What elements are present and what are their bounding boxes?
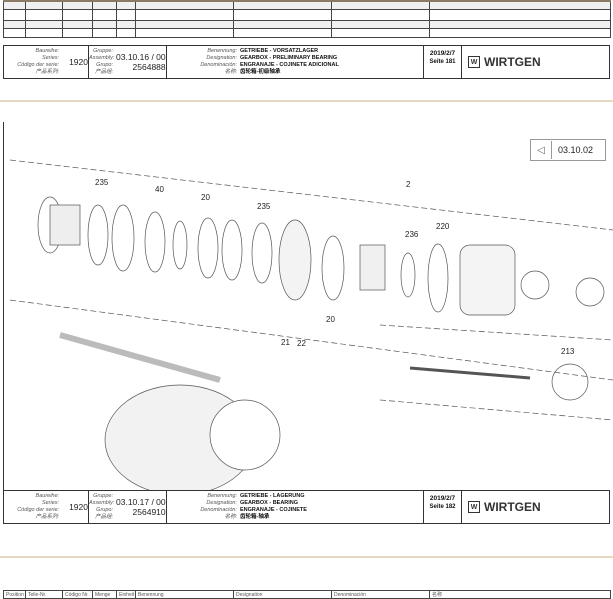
label: Benennung: — [207, 48, 237, 54]
brand-name: WIRTGEN — [484, 500, 541, 514]
label: Series: — [41, 55, 60, 61]
w-logo-icon: W — [468, 501, 480, 513]
callout-40: 40 — [155, 185, 164, 194]
col-benennung: Benennung — [135, 590, 234, 599]
label: 产品组: — [94, 69, 113, 75]
col-unit: Einheit — [116, 590, 136, 599]
col-part-no: Teile-Nr. — [25, 590, 63, 599]
col-designation: Designation — [233, 590, 332, 599]
label: Grupo: — [96, 507, 113, 513]
callout-213: 213 — [561, 347, 575, 356]
name-en: GEARBOX - BEARING — [240, 500, 299, 506]
w-logo-icon: W — [468, 56, 480, 68]
callout-235: 235 — [95, 178, 109, 187]
label: Gruppe: — [93, 48, 113, 54]
callout-2: 2 — [406, 180, 411, 189]
label: Assembly: — [89, 55, 115, 61]
label: Código der serie: — [17, 507, 60, 513]
previous-parts-table — [3, 0, 611, 38]
group-value: 2564910 — [132, 507, 166, 517]
group-value: 2564888 — [132, 62, 166, 72]
date: 2019/2/7 — [429, 50, 456, 57]
frame-border — [3, 122, 4, 490]
page-header-182: Baureihe:Series:Código der serie:产品系列: 1… — [3, 490, 610, 524]
callout-22: 22 — [297, 339, 306, 348]
col-position: Position — [3, 590, 26, 599]
label: Baureihe: — [35, 48, 60, 54]
parts-table-header: Position Teile-Nr. Código Nr. Menge Einh… — [3, 590, 611, 599]
name-zh: 齿轮箱-轴承 — [240, 514, 270, 520]
callout-20: 20 — [201, 193, 210, 202]
label: Benennung: — [207, 493, 237, 499]
label: 产品系列: — [35, 69, 60, 75]
callout-220: 220 — [436, 222, 450, 231]
exploded-diagram — [9, 159, 613, 490]
col-denominacion: Denominación — [331, 590, 430, 599]
label: 名称: — [224, 514, 237, 520]
name-en: GEARBOX - PRELIMINARY BEARING — [240, 55, 338, 61]
assembly-value: 03.10.16 / 00 — [116, 52, 166, 62]
name-de: GETRIEBE - VORSATZLAGER — [240, 48, 319, 54]
label: Designation: — [206, 55, 237, 61]
label: Series: — [41, 500, 60, 506]
label: 产品组: — [94, 514, 113, 520]
page-number: Seite 181 — [429, 59, 456, 65]
callout-21: 21 — [281, 338, 290, 347]
name-zh: 齿轮箱-初级轴承 — [240, 69, 281, 75]
page-number: Seite 182 — [429, 504, 456, 510]
page-divider — [0, 556, 613, 558]
label: Denominación: — [200, 507, 237, 513]
label: 产品系列: — [35, 514, 60, 520]
wirtgen-logo: W WIRTGEN — [462, 46, 609, 78]
label: Código der serie: — [17, 62, 60, 68]
callout-236: 236 — [405, 230, 419, 239]
series-value: 1920 — [69, 502, 88, 512]
name-es: ENGRANAJE - COJINETE ADICIONAL — [240, 62, 339, 68]
reference-label: 03.10.02 — [558, 145, 594, 155]
reference-link[interactable]: ◁ 03.10.02 — [530, 139, 606, 161]
assembly-value: 03.10.17 / 00 — [116, 497, 166, 507]
col-quantity: Menge — [92, 590, 117, 599]
arrow-left-icon: ◁ — [531, 141, 552, 159]
col-name-zh: 名称 — [429, 590, 611, 599]
brand-name: WIRTGEN — [484, 55, 541, 69]
page-header-181: Baureihe:Series:Código der serie:产品系列: 1… — [3, 45, 610, 79]
name-es: ENGRANAJE - COJINETE — [240, 507, 307, 513]
callout-20: 20 — [326, 315, 335, 324]
date: 2019/2/7 — [429, 495, 456, 502]
page-divider — [0, 100, 613, 102]
label: Assembly: — [89, 500, 115, 506]
label: Grupo: — [96, 62, 113, 68]
name-de: GETRIEBE - LAGERUNG — [240, 493, 305, 499]
label: Denominación: — [200, 62, 237, 68]
label: Designation: — [206, 500, 237, 506]
series-value: 1920 — [69, 57, 88, 67]
label: 名称: — [224, 69, 237, 75]
wirtgen-logo: W WIRTGEN — [462, 491, 609, 523]
label: Gruppe: — [93, 493, 113, 499]
label: Baureihe: — [35, 493, 60, 499]
col-codigo: Código Nr. — [62, 590, 93, 599]
callout-235: 235 — [257, 202, 271, 211]
